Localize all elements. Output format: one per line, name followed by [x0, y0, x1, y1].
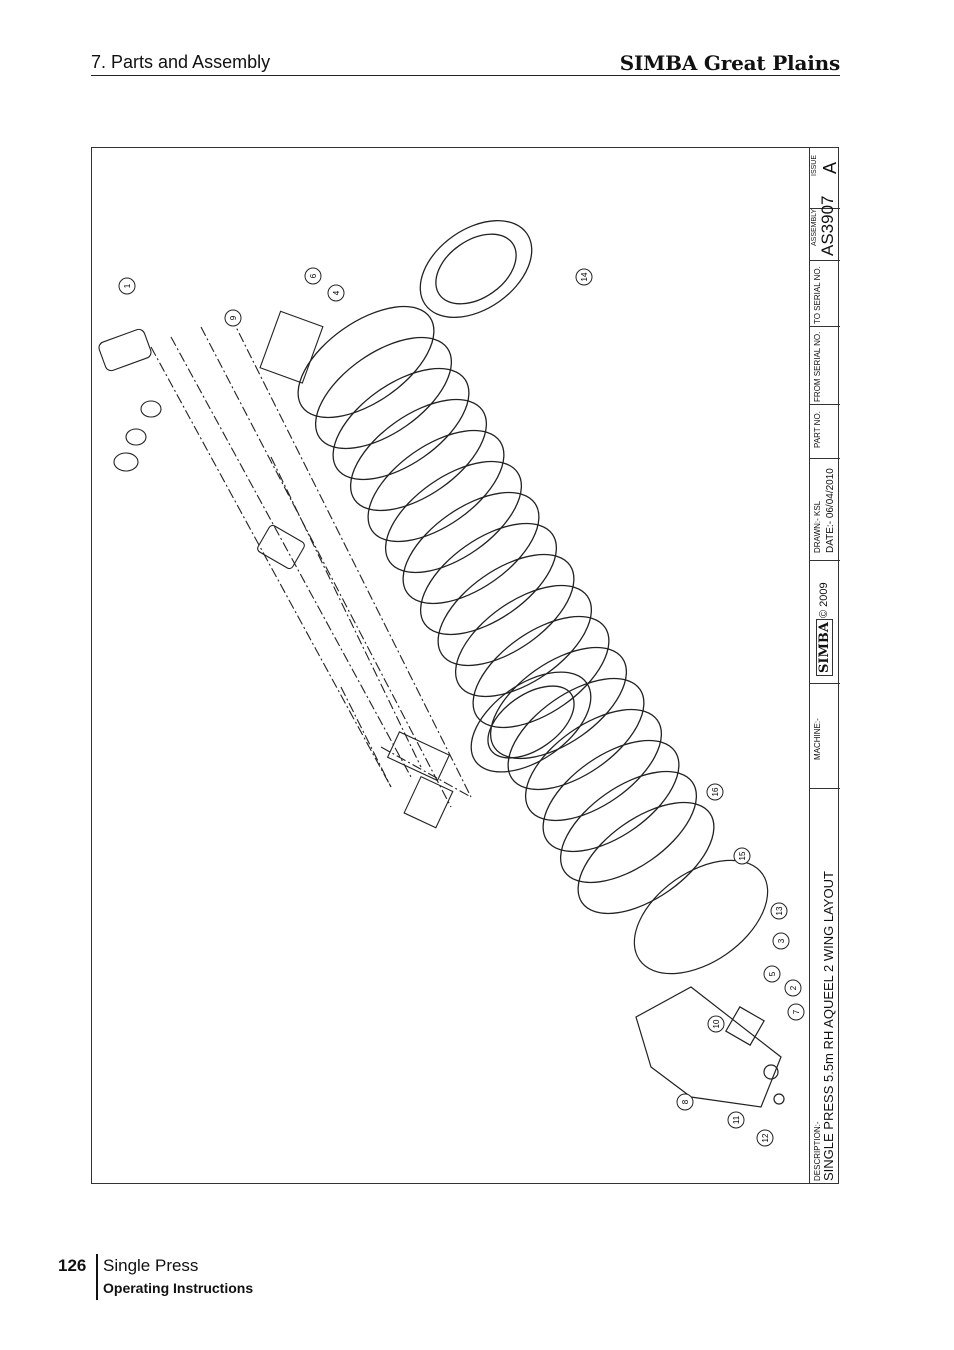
callout-circle: [327, 284, 345, 302]
roller-disc: [542, 739, 680, 853]
header-rule: [91, 75, 840, 76]
callout-circle: [787, 1003, 805, 1021]
title-block: ISSUE A ASSEMBLY AS3907 TO SERIAL NO. FR…: [809, 148, 840, 1183]
callout-label: 15: [738, 851, 747, 860]
drawing-date: DATE:- 06/04/2010: [825, 468, 836, 553]
roller-disc: [332, 367, 470, 481]
callout-label: 11: [732, 1115, 741, 1124]
end-wheel: [487, 685, 575, 759]
roller-disc: [437, 553, 575, 667]
end-wheel: [470, 671, 592, 773]
brand-logo: SIMBA Great Plains: [619, 51, 840, 75]
roller-disc: [524, 708, 663, 822]
roller-disc: [454, 584, 593, 698]
callout-label: 8: [681, 1099, 690, 1104]
page-number: 126: [58, 1256, 87, 1275]
callout-circle: [575, 268, 593, 286]
callout-label: 9: [229, 315, 238, 320]
callout-label: 2: [789, 985, 798, 990]
roller-disc: [507, 677, 645, 791]
callout-label: 6: [309, 273, 318, 278]
end-wheel: [435, 233, 517, 305]
roller-disc: [349, 398, 488, 512]
description-text: SINGLE PRESS 5.5m RH AQUEEL 2 WING LAYOU…: [821, 871, 836, 1181]
callout-circle: [224, 309, 242, 327]
end-wheel: [419, 219, 533, 319]
callout-label: 3: [777, 938, 786, 943]
footer-title: Single Press: [103, 1256, 199, 1275]
assembly-number: AS3907: [818, 195, 837, 257]
from-serial-label: FROM SERIAL NO.: [813, 331, 822, 402]
end-bracket: [633, 859, 785, 1108]
callout-circle: [763, 965, 781, 983]
issue-value: A: [820, 161, 840, 174]
frame-hardware: [98, 310, 454, 829]
callout-circle: [772, 932, 790, 950]
callout-circle: [118, 277, 136, 295]
simba-logo: SIMBA: [816, 619, 833, 676]
roller-disc: [314, 336, 453, 450]
roller-disc: [402, 491, 540, 605]
roller-disc: [384, 460, 523, 574]
callout-label: 14: [580, 272, 589, 281]
roller-disc: [577, 801, 715, 915]
callout-label: 1: [123, 283, 132, 288]
assembly-label: ASSEMBLY: [811, 208, 818, 246]
callout-label: 7: [792, 1009, 801, 1014]
callout-circle: [733, 847, 751, 865]
callout-label: 5: [768, 971, 777, 976]
callout-circle: [706, 783, 724, 801]
callout-circle: [304, 267, 322, 285]
callout-circle: [676, 1093, 694, 1111]
roller-drums: [297, 219, 715, 915]
footer-subtitle: Operating Instructions: [103, 1280, 254, 1296]
callout-label: 4: [332, 290, 341, 295]
issue-label: ISSUE: [811, 154, 818, 176]
callout-circle: [727, 1111, 745, 1129]
machine-label: MACHINE:-: [813, 718, 822, 760]
roller-disc: [419, 522, 558, 636]
callout-label: 13: [775, 906, 784, 915]
callout-label: 10: [712, 1019, 721, 1028]
roller-disc: [367, 429, 505, 543]
drawing-frame: [91, 147, 839, 1184]
copyright: © 2009: [818, 582, 830, 618]
footer-divider: [96, 1254, 98, 1300]
roller-disc: [297, 305, 435, 419]
roller-disc: [472, 615, 610, 729]
roller-disc: [489, 646, 628, 760]
to-serial-label: TO SERIAL NO.: [813, 266, 822, 324]
callout-circle: [784, 979, 802, 997]
section-heading: 7. Parts and Assembly: [91, 52, 271, 72]
callout-circle: [707, 1015, 725, 1033]
callout-circle: [770, 902, 788, 920]
callout-label: 16: [711, 787, 720, 796]
roller-disc: [559, 770, 698, 884]
frame-beams: [150, 316, 472, 808]
callout-label: 12: [761, 1133, 770, 1142]
callout-circle: [756, 1129, 774, 1147]
drawn-by: DRAWN:- KSL: [813, 500, 822, 553]
part-no-label: PART NO.: [813, 411, 822, 448]
